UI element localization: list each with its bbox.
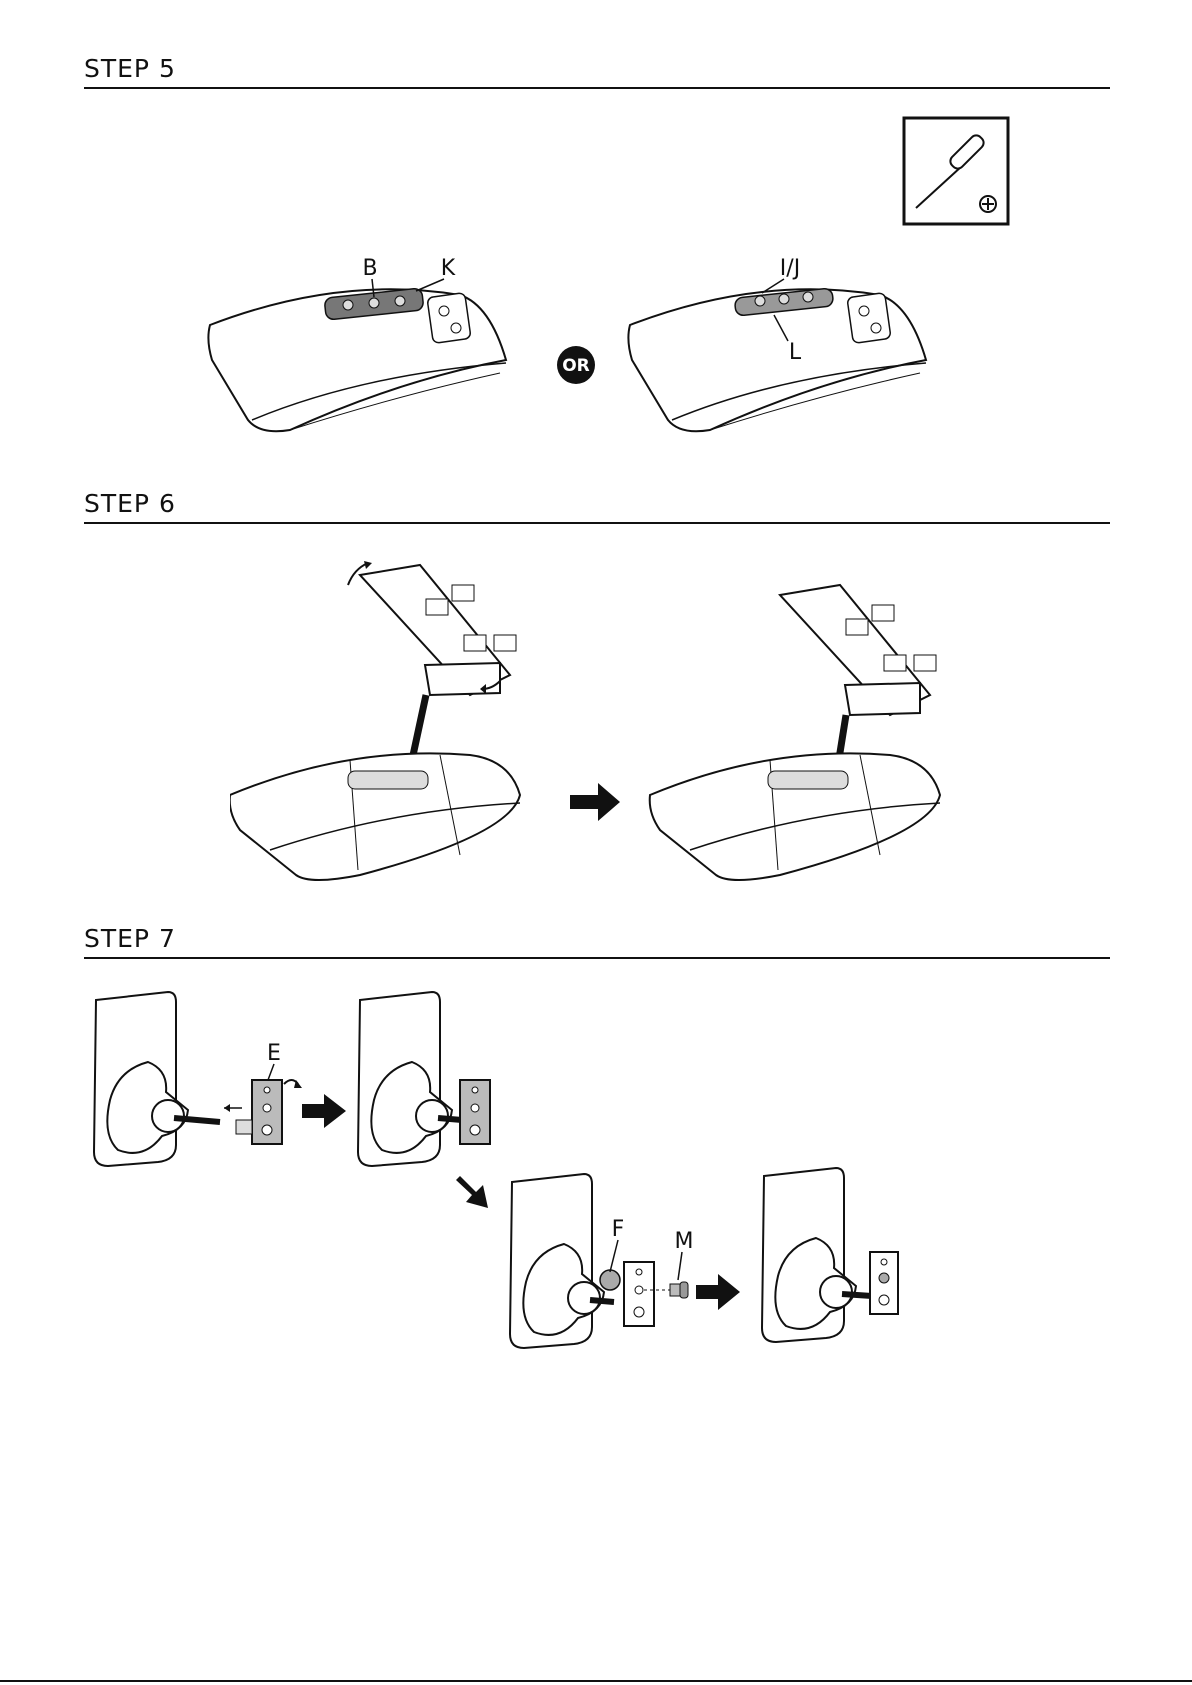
page-footer-rule <box>0 1680 1192 1682</box>
label-e: E <box>267 1041 281 1066</box>
phillips-screwdriver-icon <box>902 116 1010 226</box>
label-l: L <box>789 340 802 365</box>
step-6-arrow-icon <box>570 783 620 821</box>
label-m: M <box>675 1229 694 1254</box>
label-b: B <box>362 256 377 281</box>
step-7-arrow-2-icon <box>696 1274 740 1310</box>
or-badge-text: OR <box>562 356 590 376</box>
step-5-title: STEP 5 <box>84 54 176 83</box>
step-5-heading: STEP 5 <box>84 55 1110 89</box>
label-f: F <box>612 1217 625 1242</box>
step-7-heading: STEP 7 <box>84 925 1110 959</box>
step-7-illustration: E <box>88 980 938 1364</box>
step-7-title: STEP 7 <box>84 924 176 953</box>
step-6-title: STEP 6 <box>84 489 176 518</box>
speaker-base-step6-left <box>230 753 520 880</box>
label-k: K <box>441 256 456 281</box>
mount-panel-4 <box>762 1168 898 1342</box>
mount-panel-1 <box>94 992 302 1166</box>
mount-panel-3 <box>510 1174 688 1348</box>
step-7-arrow-1-icon <box>302 1094 346 1128</box>
mount-panel-2 <box>358 992 490 1166</box>
step-7-arrow-diagonal-icon <box>456 1176 488 1208</box>
step-5-illustration: B K OR I/J L <box>200 255 940 444</box>
speaker-base-left <box>208 288 506 431</box>
screwdriver-tool-box <box>902 116 1010 230</box>
step-6-heading: STEP 6 <box>84 490 1110 524</box>
step-6-illustration <box>230 555 950 899</box>
speaker-base-step6-right <box>650 753 940 880</box>
or-badge: OR <box>557 346 595 384</box>
bracket-attached <box>780 585 936 765</box>
label-ij: I/J <box>780 256 800 281</box>
speaker-base-right <box>628 288 926 431</box>
